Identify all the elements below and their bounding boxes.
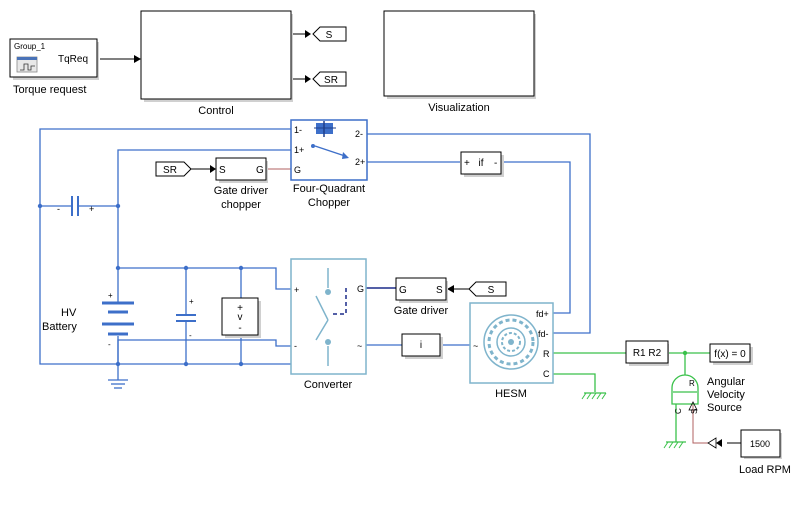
from-tag-s[interactable]: S	[468, 281, 507, 297]
source-ground-icon	[663, 441, 686, 449]
svg-text:SR: SR	[163, 165, 177, 176]
goto-tag-sr[interactable]: SR	[312, 71, 347, 87]
motor-icon	[483, 314, 539, 370]
svg-text:+: +	[89, 204, 94, 214]
converter-switch-icon	[315, 268, 347, 366]
svg-text:S: S	[326, 30, 333, 41]
svg-text:-: -	[238, 323, 241, 334]
svg-text:R: R	[543, 349, 550, 359]
svg-text:R1 R2: R1 R2	[633, 348, 662, 359]
svg-text:+: +	[108, 291, 113, 300]
svg-text:1+: 1+	[294, 145, 304, 155]
visualization-subsystem[interactable]: Visualization	[383, 10, 536, 114]
svg-text:SR: SR	[324, 75, 338, 86]
svg-text:S: S	[690, 409, 699, 414]
signal-builder-icon	[16, 56, 38, 73]
hesm-block[interactable]: fd+ fd- ~ R C HESM	[469, 302, 554, 400]
svg-text:f(x) = 0: f(x) = 0	[714, 349, 746, 360]
svg-text:-: -	[294, 341, 297, 351]
svg-text:fd+: fd+	[536, 309, 549, 319]
svg-text:fd-: fd-	[538, 329, 549, 339]
voltage-sensor-block[interactable]: + v -	[221, 297, 261, 338]
svg-text:S: S	[488, 285, 495, 296]
from-tag-sr[interactable]: SR	[155, 161, 192, 177]
svg-text:chopper: chopper	[221, 199, 261, 211]
svg-text:G: G	[357, 284, 364, 294]
ps-converter-arrow-icon	[707, 437, 717, 449]
svg-text:1500: 1500	[750, 439, 770, 449]
mechanical-connections	[553, 352, 716, 444]
svg-text:HESM: HESM	[495, 388, 527, 400]
svg-text:+: +	[294, 285, 299, 295]
svg-text:HV: HV	[61, 307, 77, 319]
svg-text:Load RPM: Load RPM	[739, 464, 791, 476]
svg-text:Angular: Angular	[707, 376, 745, 388]
mech-junction-dot	[682, 350, 688, 356]
four-quadrant-chopper-block[interactable]: 1- 1+ G 2- 2+ Four-Quadrant Chopper	[290, 119, 368, 209]
svg-text:i: i	[420, 340, 422, 351]
svg-text:Four-Quadrant: Four-Quadrant	[293, 183, 365, 195]
svg-text:-: -	[189, 331, 192, 340]
svg-text:2-: 2-	[355, 129, 363, 139]
svg-text:G: G	[256, 165, 264, 176]
mechanical-ground-icon	[581, 392, 607, 400]
svg-text:~: ~	[473, 341, 478, 351]
svg-text:Velocity: Velocity	[707, 389, 745, 401]
hv-battery[interactable]: + - HV Battery	[42, 291, 134, 349]
torque-request-block[interactable]: Group_1 TqReq Torque request	[9, 38, 99, 96]
visualization-caption: Visualization	[428, 102, 490, 114]
field-current-sensor-block[interactable]: + if -	[460, 151, 504, 177]
svg-text:Source: Source	[707, 402, 742, 414]
gate-driver-block[interactable]: G S Gate driver	[394, 277, 449, 317]
load-rpm-constant-block[interactable]: 1500 Load RPM	[739, 429, 791, 476]
converter-block[interactable]: + - G ~ Converter	[290, 258, 367, 391]
svg-text:Battery: Battery	[42, 321, 77, 333]
svg-text:if: if	[479, 158, 484, 169]
phase-current-sensor-block[interactable]: i	[401, 333, 443, 359]
svg-text:2+: 2+	[355, 157, 365, 167]
svg-text:R: R	[689, 379, 695, 388]
svg-text:Chopper: Chopper	[308, 197, 351, 209]
chopper-switch-icon	[311, 121, 349, 159]
svg-text:1-: 1-	[294, 125, 302, 135]
control-subsystem[interactable]: Control	[140, 10, 293, 117]
svg-text:G: G	[294, 165, 301, 175]
torque-request-port-label: TqReq	[58, 54, 88, 65]
svg-text:~: ~	[357, 341, 362, 351]
svg-text:+: +	[464, 158, 470, 169]
svg-text:C: C	[674, 408, 683, 414]
svg-text:Gate driver: Gate driver	[214, 185, 269, 197]
svg-text:-: -	[108, 340, 111, 349]
junction-dots	[37, 203, 244, 367]
torque-request-caption: Torque request	[13, 84, 86, 96]
gate-driver-chopper-block[interactable]: S G Gate driver chopper	[214, 157, 269, 211]
svg-text:+: +	[237, 303, 243, 314]
svg-text:+: +	[189, 297, 194, 306]
svg-text:Gate driver: Gate driver	[394, 305, 449, 317]
rotational-motion-sensor-block[interactable]: R1 R2	[625, 340, 669, 366]
solver-configuration-block[interactable]: f(x) = 0	[709, 343, 753, 365]
electrical-ground-icon	[108, 379, 128, 389]
svg-text:S: S	[219, 165, 226, 176]
svg-text:-: -	[57, 204, 60, 214]
svg-text:S: S	[436, 285, 443, 296]
electrical-connections	[39, 128, 591, 380]
svg-text:C: C	[543, 369, 550, 379]
goto-tag-s[interactable]: S	[312, 26, 347, 42]
torque-request-title: Group_1	[14, 42, 46, 51]
svg-text:v: v	[238, 312, 243, 323]
angular-velocity-source-block[interactable]: R C S Angular Velocity Source	[671, 374, 745, 414]
svg-text:-: -	[494, 158, 497, 169]
bus-capacitor[interactable]: + -	[176, 297, 196, 340]
control-caption: Control	[198, 105, 233, 117]
svg-text:Converter: Converter	[304, 379, 353, 391]
svg-text:G: G	[399, 285, 407, 296]
dc-link-capacitor[interactable]: - +	[57, 196, 94, 216]
